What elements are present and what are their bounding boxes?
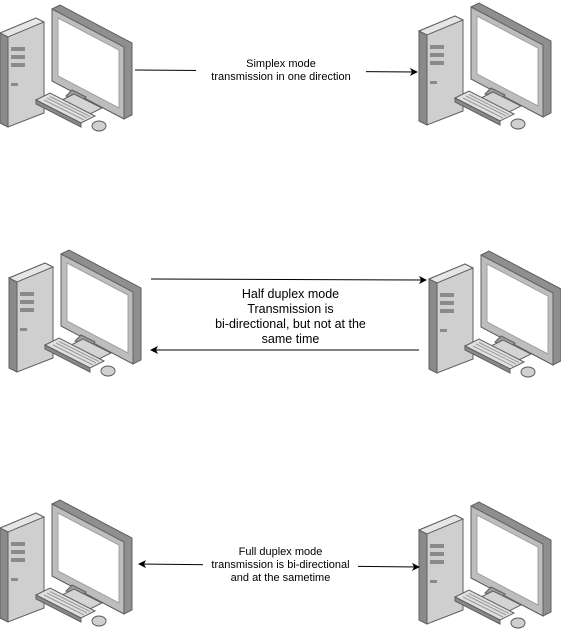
computer-icon bbox=[418, 2, 552, 130]
full-duplex-label: Full duplex mode transmission is bi-dire… bbox=[203, 546, 358, 585]
computer-icon bbox=[0, 499, 133, 627]
label-line: same time bbox=[261, 332, 320, 346]
row-half-duplex bbox=[8, 249, 561, 378]
computer-icon bbox=[418, 501, 552, 629]
label-line: bi-directional, but not at the bbox=[215, 317, 366, 331]
half-duplex-label: Half duplex mode Transmission is bi-dire… bbox=[203, 287, 378, 347]
computer-icon bbox=[428, 250, 561, 378]
arrow-left-to-right bbox=[150, 275, 427, 284]
computer-icon bbox=[0, 4, 133, 132]
label-line: and at the sametime bbox=[230, 572, 331, 584]
label-line: Simplex mode bbox=[246, 58, 316, 70]
computer-icon bbox=[8, 249, 142, 377]
label-line: Full duplex mode bbox=[238, 546, 323, 558]
simplex-label: Simplex mode transmission in one directi… bbox=[196, 58, 366, 84]
label-line: Half duplex mode bbox=[241, 287, 340, 301]
label-line: transmission is bi-directional bbox=[211, 559, 350, 571]
label-line: transmission in one direction bbox=[211, 71, 351, 83]
label-line: Transmission is bbox=[247, 302, 334, 316]
